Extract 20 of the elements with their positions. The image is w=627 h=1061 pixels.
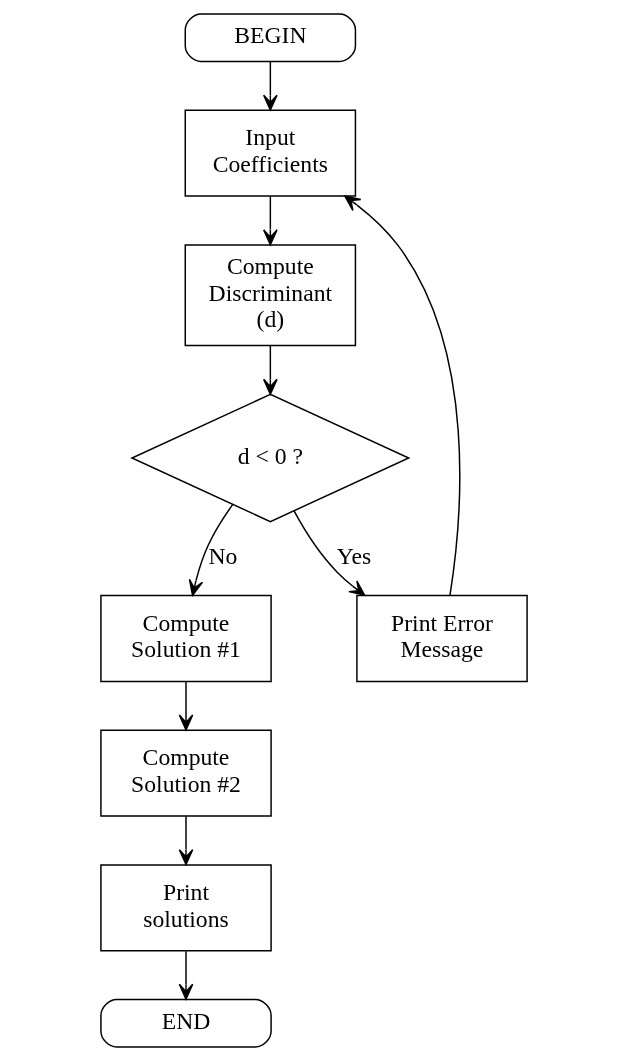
node-box: Print solutions xyxy=(99,864,272,952)
edge-label: Yes xyxy=(336,543,371,570)
node-box: Input Coefficients xyxy=(184,109,356,197)
arrow xyxy=(178,680,193,731)
node-box: BEGIN xyxy=(184,13,356,63)
node-box: Compute Solution #2 xyxy=(99,729,272,817)
node-box: Compute Solution #1 xyxy=(99,594,272,683)
arrow xyxy=(262,345,278,395)
arrow xyxy=(178,950,193,1000)
arrow xyxy=(178,815,193,866)
node-diamond: d < 0 ? xyxy=(129,393,410,523)
node-box: Compute Discriminant (d) xyxy=(184,244,356,347)
arrow xyxy=(262,195,278,246)
arrow xyxy=(343,195,460,597)
edge-label: No xyxy=(208,543,237,570)
arrow xyxy=(262,60,278,111)
arrow xyxy=(188,503,233,596)
node-box: END xyxy=(99,998,272,1048)
arrow xyxy=(292,510,365,596)
node-box: Print Error Message xyxy=(355,594,528,683)
